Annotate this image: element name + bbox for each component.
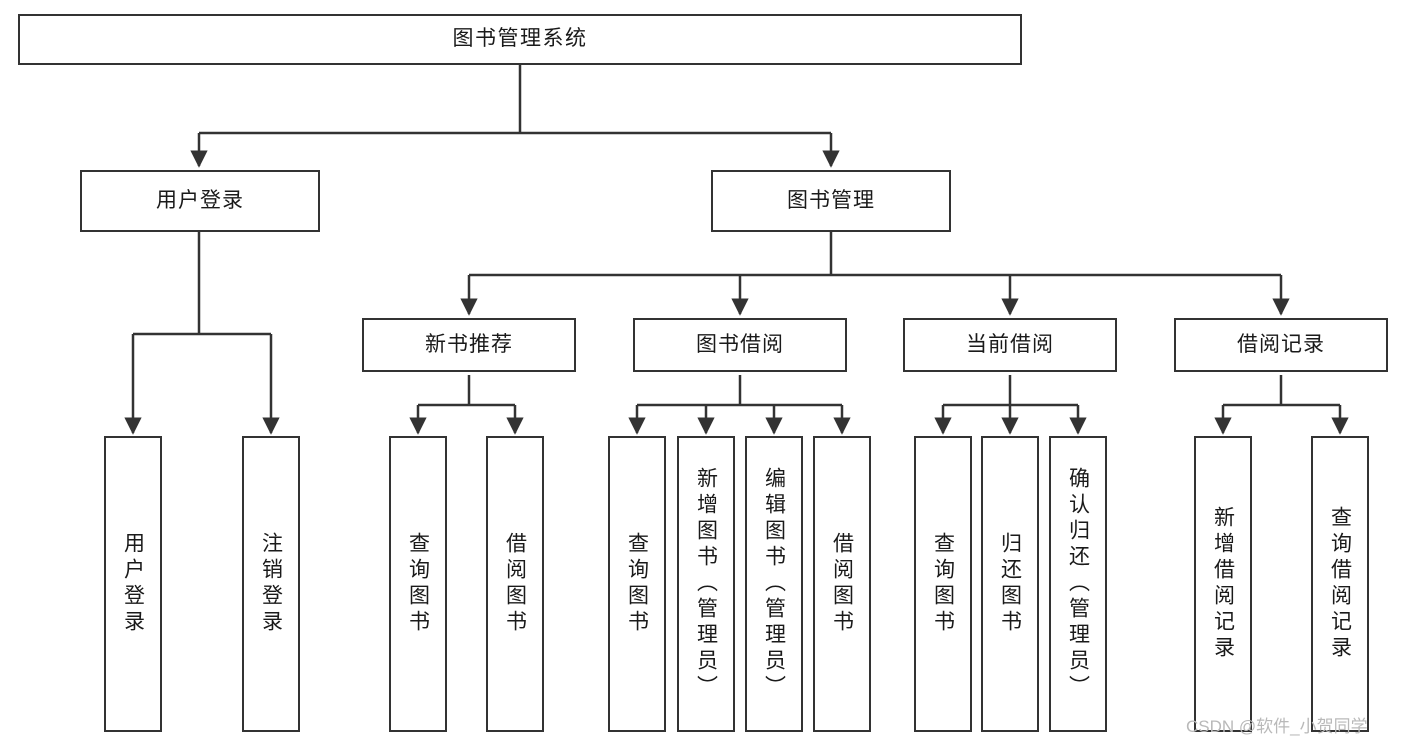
node-user-login[interactable]: 用户登录 [80,170,320,232]
leaf-borrow-book[interactable]: 借阅图书 [813,436,871,732]
leaf-user-login[interactable]: 用户登录 [104,436,162,732]
node-book-borrow[interactable]: 图书借阅 [633,318,847,372]
leaf-logout[interactable]: 注销登录 [242,436,300,732]
leaf-confirm-return-admin[interactable]: 确认归还（管理员） [1049,436,1107,732]
node-label: 查询图书 [625,532,649,636]
node-label: 查询图书 [406,532,430,636]
node-label: 新书推荐 [425,332,513,356]
node-label: 借阅记录 [1237,332,1325,356]
node-label: 注销登录 [259,532,283,636]
leaf-return-book[interactable]: 归还图书 [981,436,1039,732]
node-label: 查询图书 [931,532,955,636]
node-borrow-records[interactable]: 借阅记录 [1174,318,1388,372]
leaf-query-book-current[interactable]: 查询图书 [914,436,972,732]
node-label: 图书管理系统 [452,27,588,51]
node-label: 图书管理 [787,188,875,212]
leaf-query-borrow-record[interactable]: 查询借阅记录 [1311,436,1369,732]
leaf-query-book-recommend[interactable]: 查询图书 [389,436,447,732]
node-label: 确认归还（管理员） [1066,467,1090,701]
node-label: 用户登录 [121,532,145,636]
node-label: 图书借阅 [696,332,784,356]
leaf-borrow-book-recommend[interactable]: 借阅图书 [486,436,544,732]
node-root-system[interactable]: 图书管理系统 [18,14,1022,65]
node-label: 借阅图书 [503,532,527,636]
node-new-book-recommend[interactable]: 新书推荐 [362,318,576,372]
leaf-query-book-borrow[interactable]: 查询图书 [608,436,666,732]
node-label: 新增借阅记录 [1211,506,1235,662]
watermark-text: CSDN @软件_小贺同学 [1186,717,1368,736]
node-label: 新增图书（管理员） [694,467,718,701]
leaf-add-borrow-record[interactable]: 新增借阅记录 [1194,436,1252,732]
node-label: 编辑图书（管理员） [762,467,786,701]
node-label: 查询借阅记录 [1328,506,1352,662]
node-label: 归还图书 [998,532,1022,636]
leaf-add-book-admin[interactable]: 新增图书（管理员） [677,436,735,732]
node-label: 当前借阅 [966,332,1054,356]
leaf-edit-book-admin[interactable]: 编辑图书（管理员） [745,436,803,732]
node-book-management[interactable]: 图书管理 [711,170,951,232]
node-label: 借阅图书 [830,532,854,636]
node-label: 用户登录 [156,188,244,212]
node-current-borrow[interactable]: 当前借阅 [903,318,1117,372]
